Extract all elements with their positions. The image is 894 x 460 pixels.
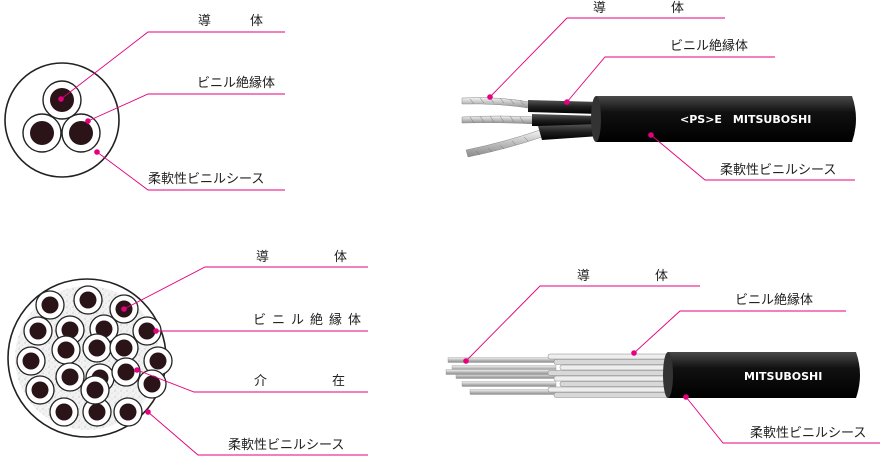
core-bottom-right [61,113,101,153]
tr-insulation-callout: ビニル絶縁体 [564,38,775,105]
br-insulation-callout: ビニル絶縁体 [631,292,846,356]
insulated-core [547,370,671,376]
core-conductor [115,339,133,357]
bare-strand [461,381,557,387]
core-conductor [88,339,106,357]
bl-filler-label: 介 在 [254,374,345,389]
core-bottom-left [22,113,62,153]
br-insulation-label: ビニル絶縁体 [735,292,813,308]
tr-insulation-label: ビニル絶縁体 [670,38,748,54]
cross-section-multicore [7,278,173,438]
bl-conductor-callout: 導 体 [121,250,368,312]
tr-sheath-callout: 柔軟性ビニルシース [648,132,855,181]
tl-sheath-callout: 柔軟性ビニルシース [94,149,285,191]
br-conductor-callout: 導 体 [463,269,700,364]
core-conductor [31,381,49,399]
insulated-core-bundle [547,353,671,398]
bl-insulation-callout: ビニル絶縁体 [153,312,368,334]
insulated-core [553,359,671,365]
core-conductor [41,296,59,314]
tr-conductor-label: 導 体 [593,1,684,16]
br-conductor-label: 導 体 [577,269,668,284]
insulated-core-top [528,100,600,114]
bl-filler-callout: 介 在 [134,367,368,393]
sheath-body [592,96,856,142]
strand-top [461,97,536,110]
br-brand-print: MITSUBOSHI [744,370,822,383]
insulated-core-bottom [538,124,600,140]
insulated-core [553,375,671,382]
core-conductor [22,352,40,370]
core-conductor [119,403,137,421]
bare-strand [445,369,557,375]
tl-sheath-label: 柔軟性ビニルシース [148,171,264,187]
insulated-core [547,386,671,393]
sheath-body-multicore [664,352,860,398]
core-conductor [117,363,135,381]
tl-insulation-label: ビニル絶縁体 [197,75,275,91]
core-conductor [143,375,161,393]
core-conductor [61,321,79,339]
bl-conductor-label: 導 体 [256,250,347,265]
br-sheath-label: 柔軟性ビニルシース [750,425,866,441]
bl-sheath-label: 柔軟性ビニルシース [228,437,344,453]
strand-bottom [465,129,543,158]
insulated-cores [16,285,173,427]
tl-insulation-callout: ビニル絶縁体 [85,75,285,124]
tr-sheath-label: 柔軟性ビニルシース [720,162,836,178]
tr-brand-print: <PS>E MITSUBOSHI [680,113,811,126]
bl-sheath-callout: 柔軟性ビニルシース [145,409,368,456]
core-conductor [57,341,75,359]
core-conductor [138,322,156,340]
core-conductor [29,322,47,340]
tr-conductor-callout: 導 体 [487,1,725,100]
tl-conductor-callout: 導 体 [58,14,285,102]
insulated-core [559,364,671,371]
insulated-core [559,381,671,387]
core-conductor [79,291,97,309]
br-sheath-callout: 柔軟性ビニルシース [683,394,880,444]
insulated-core [547,353,671,360]
tl-conductor-label: 導 体 [198,14,263,29]
core-conductor [88,403,106,421]
insulated-core-mid [532,114,600,127]
side-view-multicore: MITSUBOSHI [445,352,860,398]
core-conductor [95,320,113,338]
core-conductor [149,352,167,370]
bare-strand [469,389,557,395]
bl-insulation-label: ビニル絶縁体 [253,312,367,328]
core-conductor [61,368,79,386]
core-conductor [86,381,104,399]
insulated-core [553,392,671,398]
cross-section-3core [4,62,120,178]
bare-strands [445,357,557,395]
core-conductor [55,403,73,421]
sheath-ring [4,62,120,178]
side-view-3core: <PS>E MITSUBOSHI [461,96,856,158]
